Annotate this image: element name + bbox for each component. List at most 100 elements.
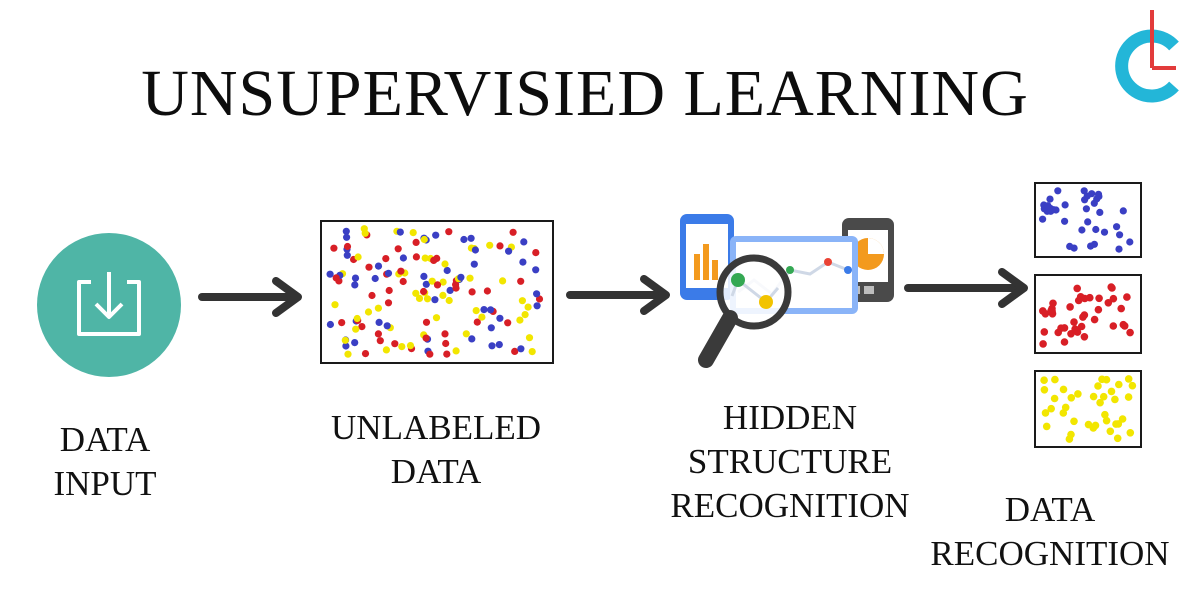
data-dot (368, 291, 376, 300)
cluster-dot-yellow (1047, 404, 1055, 413)
cluster-dot-yellow (1089, 392, 1098, 401)
data-dot (446, 286, 454, 294)
cluster-dot-yellow (1118, 415, 1127, 423)
data-dot (391, 340, 399, 348)
data-dot (441, 330, 449, 338)
cluster-dot-red (1073, 328, 1082, 336)
cluster-dot-blue (1126, 238, 1134, 246)
stage-label-hidden-structure: HIDDEN STRUCTURE RECOGNITION (640, 396, 940, 528)
data-dot (532, 266, 540, 274)
data-dot (332, 274, 340, 282)
data-dot (382, 346, 390, 354)
data-dot (326, 270, 334, 278)
data-dot (353, 314, 361, 323)
cluster-dot-blue (1093, 195, 1101, 203)
cluster-dot-red (1040, 328, 1049, 336)
data-dot (412, 238, 420, 246)
cluster-dot-yellow (1107, 387, 1116, 396)
cluster-dot-red (1109, 322, 1118, 330)
data-dot (399, 254, 407, 262)
cluster-dot-red (1086, 293, 1094, 302)
data-dot (351, 339, 359, 347)
data-dot (398, 343, 406, 351)
cluster-dot-blue (1083, 192, 1091, 200)
stage-label-line: INPUT (53, 464, 157, 503)
cluster-dot-yellow (1074, 390, 1082, 398)
data-dot (519, 258, 527, 266)
page-title: UNSUPERVISIED LEARNING (141, 57, 1029, 130)
stage-label-line: UNLABELED (331, 408, 541, 447)
cluster-dot-yellow (1094, 382, 1102, 390)
stage-label-line: DATA (390, 452, 482, 491)
cluster-dot-red (1054, 328, 1062, 337)
cluster-dot-yellow (1115, 380, 1123, 389)
data-dot (473, 318, 481, 326)
data-dot (457, 273, 465, 281)
data-dot (483, 287, 491, 295)
data-dot (439, 291, 447, 299)
data-dot (525, 334, 534, 342)
data-dot (420, 235, 428, 244)
cluster-dot-blue (1078, 226, 1086, 234)
cluster-dot-blue (1092, 225, 1100, 234)
data-dot (520, 238, 528, 246)
data-dot (487, 324, 495, 332)
stage-label-line: HIDDEN (722, 398, 858, 437)
cluster-dot-red (1123, 293, 1131, 301)
data-dot (375, 318, 383, 326)
stage-label-line: RECOGNITION (670, 486, 910, 525)
cluster-dot-yellow (1106, 427, 1115, 436)
data-dot (374, 304, 382, 312)
data-dot (384, 299, 393, 307)
cluster-dot-blue (1087, 242, 1095, 250)
cluster-dot-blue (1084, 218, 1092, 226)
cluster-scatter-yellow (1040, 375, 1137, 443)
cluster-dot-yellow (1124, 393, 1133, 401)
cluster-dot-blue (1080, 187, 1088, 195)
data-dot (533, 302, 541, 310)
data-dot (445, 296, 453, 305)
data-dot (433, 281, 442, 289)
brand-logo (1108, 6, 1190, 106)
data-dot (432, 314, 441, 322)
cluster-dot-red (1120, 322, 1129, 330)
data-dot (472, 307, 480, 315)
cluster-dot-blue (1100, 228, 1109, 236)
cluster-dot-yellow (1067, 394, 1076, 402)
cluster-dot-red (1073, 284, 1081, 293)
cluster-dot-blue (1052, 206, 1060, 214)
data-dot (361, 350, 370, 358)
data-dot (445, 228, 453, 236)
cluster-dot-blue (1044, 202, 1052, 210)
data-dot (326, 320, 334, 329)
cluster-dot-red (1070, 318, 1078, 326)
data-dot (342, 342, 350, 350)
data-dot (467, 234, 475, 242)
cluster-dot-yellow (1041, 409, 1050, 417)
data-dot (343, 251, 351, 259)
cluster-dot-yellow (1128, 381, 1137, 390)
data-dot (420, 287, 428, 296)
data-dot (431, 296, 439, 304)
data-dot (528, 348, 536, 356)
data-dot (511, 347, 519, 355)
cluster-dot-red (1109, 294, 1118, 303)
cluster-panel-blue (1034, 182, 1142, 258)
data-dot (496, 314, 504, 322)
stage-label-line: STRUCTURE (687, 442, 893, 481)
cluster-dot-blue (1066, 242, 1074, 250)
cluster-dot-red (1074, 296, 1083, 305)
data-dot (422, 334, 430, 342)
data-dot (343, 233, 351, 241)
data-dot (443, 266, 451, 275)
flow-arrow-2 (566, 275, 676, 315)
data-dot (341, 336, 349, 344)
cluster-dot-yellow (1102, 375, 1111, 384)
cluster-dot-blue (1061, 217, 1069, 225)
cluster-dot-blue (1113, 223, 1121, 231)
cluster-dot-red (1039, 340, 1047, 348)
data-dot (532, 249, 540, 257)
clock-c-logo-icon (1115, 10, 1179, 103)
data-dot (344, 350, 352, 358)
data-dot (394, 245, 402, 253)
